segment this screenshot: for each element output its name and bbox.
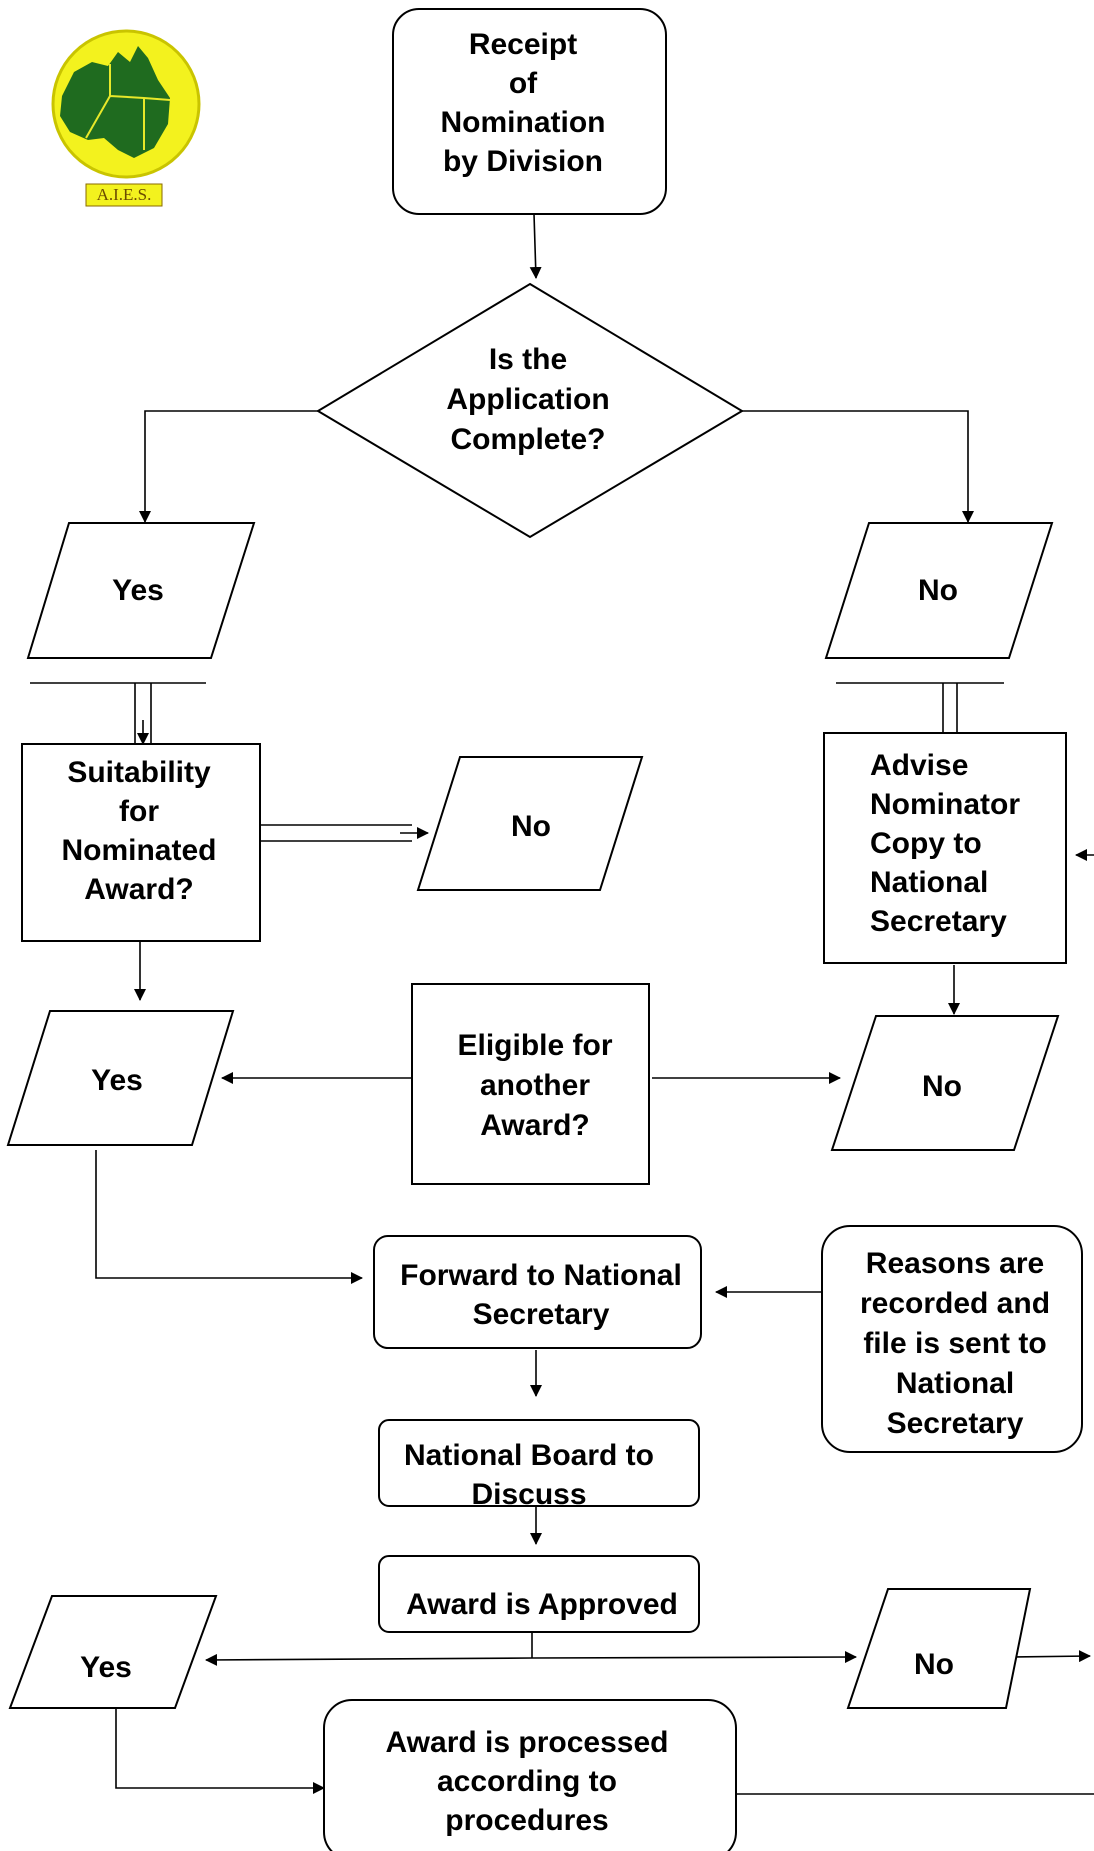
shapes: [6, 8, 1083, 1851]
approved-line: Award is Approved: [406, 1588, 678, 1621]
no-1-label: No: [918, 574, 958, 607]
advise-line: Advise: [870, 749, 968, 782]
eligible-box: [411, 983, 650, 1185]
receipt-box: [392, 8, 667, 215]
receipt-line: by Division: [443, 145, 603, 178]
aies-logo: A.I.E.S.: [51, 29, 201, 207]
suitability-box: [21, 743, 261, 942]
advise-line: Secretary: [870, 905, 1007, 938]
forward-line: Secretary: [473, 1298, 610, 1331]
yes-2-label: Yes: [91, 1064, 143, 1097]
processed-label: Award is processed according to procedures: [386, 1726, 669, 1837]
yes-3-label: Yes: [80, 1651, 132, 1684]
yes-1-parallelogram: [26, 522, 256, 659]
board-line: Discuss: [471, 1478, 586, 1511]
arrow-complete-to-no: [742, 410, 974, 523]
reasons-label: Reasons are recorded and file is sent to Na…: [860, 1247, 1050, 1440]
reasons-line: file is sent to: [863, 1327, 1046, 1360]
yes-1-label: Yes: [112, 574, 164, 607]
no-2-line: No: [922, 1070, 962, 1103]
approved-label: Award is Approved: [406, 1588, 678, 1621]
arrow-yes-to-forward: [95, 1150, 363, 1284]
eligible-q-line: Eligible for: [457, 1029, 612, 1062]
no-2-parallelogram: [830, 1015, 1060, 1151]
suitability-q-line: Nominated: [61, 834, 216, 867]
arrow-no-offpage: [1009, 1650, 1091, 1663]
board-box: [378, 1419, 700, 1507]
receipt-line: Receipt: [469, 28, 577, 61]
yes-2-line: Yes: [91, 1064, 143, 1097]
complete-q-line: Application: [446, 383, 609, 416]
no-2-label: No: [922, 1070, 962, 1103]
svg-text:A.I.E.S.: A.I.E.S.: [97, 185, 152, 204]
arrow-complete-to-yes: [139, 410, 318, 523]
advise-line: Copy to: [870, 827, 982, 860]
advise-line: National: [870, 866, 988, 899]
complete-q-line: Complete?: [450, 423, 605, 456]
yes-3-line: Yes: [80, 1651, 132, 1684]
no-3-label: No: [914, 1648, 954, 1681]
processed-line: procedures: [445, 1804, 608, 1837]
receipt-line: Nomination: [441, 106, 606, 139]
connectors: [30, 213, 1094, 1795]
complete-q-line: Is the: [489, 343, 567, 376]
reasons-line: National: [896, 1367, 1014, 1400]
arrow-yes-to-processed: [115, 1708, 325, 1794]
no-suitability-line: No: [511, 810, 551, 843]
reasons-line: Reasons are: [866, 1247, 1044, 1280]
no-1-parallelogram: [824, 522, 1054, 659]
arrow-approved-to-no: [531, 1651, 857, 1664]
reasons-line: recorded and: [860, 1287, 1050, 1320]
processed-box: [323, 1699, 737, 1851]
suitability-q-line: Award?: [84, 873, 193, 906]
arrow-receipt-to-question: [529, 213, 542, 279]
no-1-line: No: [918, 574, 958, 607]
application-complete-decision: [316, 282, 744, 539]
no-suitability-parallelogram: [416, 756, 644, 891]
forward-box: [373, 1235, 702, 1349]
reasons-box: [821, 1225, 1083, 1453]
receipt-line: of: [509, 67, 538, 100]
board-label: National Board to Discuss: [404, 1439, 654, 1511]
yes-3-parallelogram: [8, 1595, 218, 1709]
eligible-q-line: another: [480, 1069, 590, 1102]
yes-1-line: Yes: [112, 574, 164, 607]
suitability-q-line: for: [119, 795, 159, 828]
advise-line: Nominator: [870, 788, 1020, 821]
approved-box: [378, 1555, 700, 1633]
no-3-line: No: [914, 1648, 954, 1681]
forward-line: Forward to National: [400, 1259, 682, 1292]
board-line: National Board to: [404, 1439, 654, 1472]
no-3-parallelogram: [846, 1588, 1032, 1709]
suitability-q-line: Suitability: [67, 756, 211, 789]
advise-box: [823, 732, 1067, 964]
yes-2-parallelogram: [6, 1010, 235, 1146]
reasons-line: Secretary: [887, 1407, 1024, 1440]
arrow-approved-to-yes: [205, 1653, 533, 1666]
processed-line: according to: [437, 1765, 617, 1798]
eligible-q-line: Award?: [480, 1109, 589, 1142]
no-suitability-label: No: [511, 810, 551, 843]
processed-line: Award is processed: [386, 1726, 669, 1759]
